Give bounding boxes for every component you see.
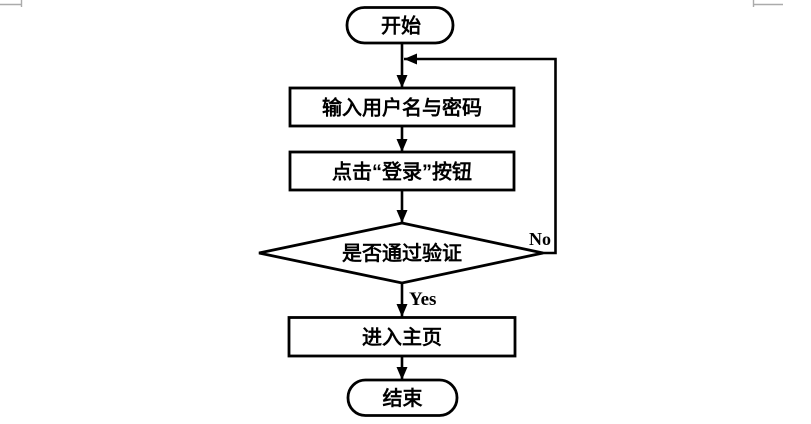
- process-node-click-login: [288, 150, 516, 192]
- no-branch-label: No: [529, 229, 551, 249]
- decision-node-verify: [258, 221, 544, 285]
- top-left-cell-corner-mark: [0, 0, 23, 7]
- end-node-label: 结束: [383, 386, 424, 410]
- yes-branch-label: Yes: [409, 289, 436, 310]
- verify-node-label: 是否通过验证: [341, 241, 462, 265]
- process-node-input-credentials: [288, 86, 516, 128]
- input-node-label: 输入用户名与密码: [322, 96, 482, 120]
- edge-no-loop-verify-to-input: [404, 53, 557, 255]
- top-right-cell-corner-mark: [752, 0, 783, 7]
- process-node-enter-home: [287, 316, 517, 358]
- home-node-label: 进入主页: [362, 325, 442, 349]
- login-node-label: 点击“登录”按钮: [332, 160, 472, 184]
- start-node-label: 开始: [381, 14, 421, 38]
- start-terminator-node: [345, 6, 455, 45]
- end-terminator-node: [346, 378, 459, 417]
